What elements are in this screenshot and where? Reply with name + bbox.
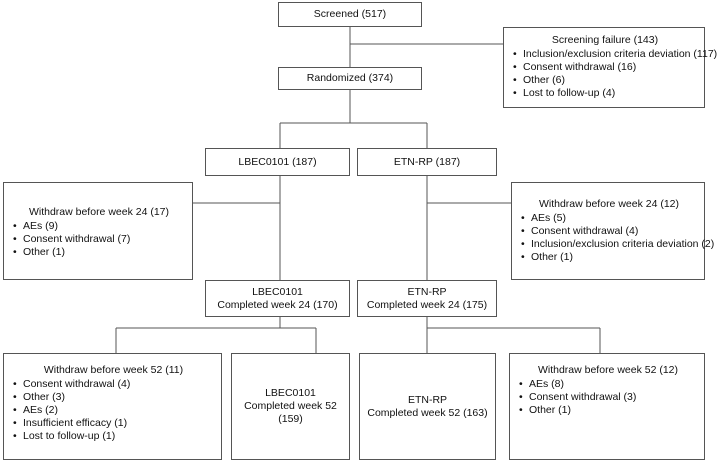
etn-completed24-box: ETN-RP Completed week 24 (175) <box>357 280 497 317</box>
list-item: Inclusion/exclusion criteria deviation (… <box>520 238 714 251</box>
list-item: Other (3) <box>12 391 215 404</box>
list-item: Other (1) <box>520 251 698 264</box>
etn-completed24-line2: Completed week 24 (175) <box>366 298 488 311</box>
lbec-withdraw52-box: Withdraw before week 52 (11) Consent wit… <box>3 353 222 460</box>
lbec-arm-box: LBEC0101 (187) <box>205 148 350 176</box>
list-item: Consent withdrawal (4) <box>12 378 215 391</box>
lbec-withdraw24-box: Withdraw before week 24 (17) AEs (9) Con… <box>3 182 193 280</box>
lbec-completed24-box: LBEC0101 Completed week 24 (170) <box>205 280 350 317</box>
list-item: AEs (2) <box>12 404 215 417</box>
etn-completed52-box: ETN-RP Completed week 52 (163) <box>359 353 496 460</box>
etn-completed52-line1: ETN-RP <box>407 393 448 406</box>
etn-arm-box: ETN-RP (187) <box>357 148 497 176</box>
list-item: Other (1) <box>12 246 186 259</box>
list-item: Consent withdrawal (7) <box>12 233 186 246</box>
list-item: Other (6) <box>512 74 698 87</box>
lbec-completed52-box: LBEC0101 Completed week 52 (159) <box>231 353 350 460</box>
lbec-arm-label: LBEC0101 (187) <box>238 155 317 168</box>
list-item: Consent withdrawal (16) <box>512 61 698 74</box>
etn-withdraw24-box: Withdraw before week 24 (12) AEs (5) Con… <box>511 182 714 280</box>
list-item: Inclusion/exclusion criteria deviation (… <box>512 48 717 61</box>
lbec-withdraw52-title: Withdraw before week 52 (11) <box>43 364 184 376</box>
randomized-label: Randomized (374) <box>306 72 394 84</box>
list-item: AEs (8) <box>518 378 698 391</box>
lbec-completed24-line2: Completed week 24 (170) <box>217 298 338 311</box>
etn-withdraw24-title: Withdraw before week 24 (12) <box>538 198 680 210</box>
list-item: Lost to follow-up (1) <box>12 430 215 443</box>
lbec-completed52-line2: Completed week 52 (159) <box>244 400 337 425</box>
etn-arm-label: ETN-RP (187) <box>393 155 461 168</box>
list-item: Other (1) <box>518 404 698 417</box>
lbec-withdraw24-title: Withdraw before week 24 (17) <box>28 206 170 218</box>
list-item: Consent withdrawal (4) <box>520 225 698 238</box>
list-item: Insufficient efficacy (1) <box>12 417 215 430</box>
screening-failure-list: Inclusion/exclusion criteria deviation (… <box>512 48 717 100</box>
list-item: Consent withdrawal (3) <box>518 391 698 404</box>
etn-completed24-line1: ETN-RP <box>407 285 447 298</box>
lbec-completed24-line1: LBEC0101 <box>252 285 303 298</box>
screening-failure-box: Screening failure (143) Inclusion/exclus… <box>503 27 717 108</box>
list-item: Lost to follow-up (4) <box>512 87 698 100</box>
lbec-completed52-line1: LBEC0101 <box>265 387 316 399</box>
list-item: AEs (9) <box>12 220 186 233</box>
screened-box: Screened (517) <box>278 2 422 27</box>
etn-withdraw52-title: Withdraw before week 52 (12) <box>537 364 679 376</box>
etn-withdraw52-list: AEs (8) Consent withdrawal (3) Other (1) <box>518 378 698 417</box>
etn-withdraw24-list: AEs (5) Consent withdrawal (4) Inclusion… <box>520 212 714 264</box>
lbec-withdraw24-list: AEs (9) Consent withdrawal (7) Other (1) <box>12 220 186 259</box>
lbec-withdraw52-list: Consent withdrawal (4) Other (3) AEs (2)… <box>12 378 215 443</box>
list-item: AEs (5) <box>520 212 698 225</box>
etn-completed52-line2: Completed week 52 (163) <box>367 406 488 419</box>
etn-withdraw52-box: Withdraw before week 52 (12) AEs (8) Con… <box>509 353 705 460</box>
randomized-box: Randomized (374) <box>278 67 422 90</box>
screened-label: Screened (517) <box>313 8 387 20</box>
screening-failure-title: Screening failure (143) <box>551 34 659 46</box>
